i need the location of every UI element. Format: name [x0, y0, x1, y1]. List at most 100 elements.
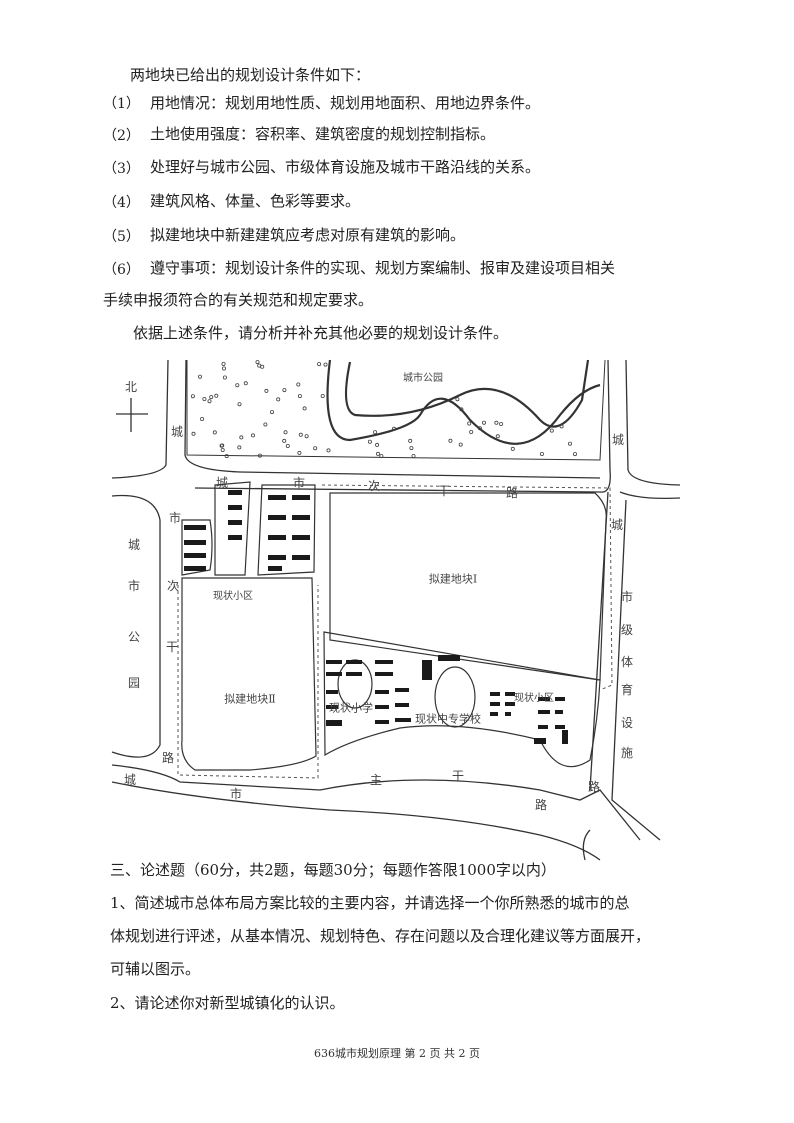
- tree: [297, 394, 302, 399]
- building: [228, 490, 242, 495]
- tree: [320, 393, 325, 398]
- building: [375, 690, 389, 694]
- tree: [573, 452, 578, 457]
- building: [268, 495, 286, 500]
- top-road-char: 干: [437, 484, 451, 498]
- building: [292, 515, 310, 520]
- tree: [250, 433, 255, 438]
- condition-text: 用地情况：规划用地性质、规划用地面积、用地边界条件。: [150, 94, 541, 112]
- sports-char: 体: [620, 655, 634, 669]
- building: [326, 705, 338, 709]
- condition-number: （1）: [103, 96, 140, 112]
- building: [228, 535, 242, 540]
- building: [326, 720, 342, 726]
- sports-char: 级: [620, 623, 634, 637]
- top-road-char: 城: [215, 476, 229, 490]
- condition-text: 遵守事项：规划设计条件的实现、规划方案编制、报审及建设项目相关: [150, 259, 616, 277]
- tree: [323, 362, 328, 367]
- building: [228, 505, 242, 510]
- tree: [326, 448, 331, 453]
- left-road-char: 市: [168, 511, 182, 525]
- building: [184, 540, 206, 545]
- tree: [539, 451, 544, 456]
- map-roads: [111, 359, 681, 861]
- condition-number: （2）: [103, 128, 140, 144]
- tree: [269, 410, 274, 415]
- tree: [255, 360, 260, 365]
- building: [490, 702, 500, 706]
- residential-se-label: 现状小区: [514, 693, 554, 704]
- tree: [469, 429, 474, 434]
- building: [395, 688, 409, 692]
- tree: [455, 397, 460, 402]
- tree: [296, 382, 301, 387]
- condition-number: （6）: [103, 262, 140, 278]
- building: [438, 655, 460, 661]
- building: [395, 703, 409, 707]
- tree: [448, 438, 453, 443]
- tree: [568, 441, 573, 446]
- tree: [367, 439, 372, 444]
- tree: [302, 406, 307, 411]
- tree: [297, 450, 302, 455]
- tree: [477, 426, 482, 431]
- building: [555, 697, 565, 701]
- building: [268, 535, 286, 540]
- section3-heading: 三、论述题（60分，共2题，每题30分；每题作答限1000字以内）: [110, 861, 556, 879]
- condition-number: （5）: [103, 229, 140, 245]
- plot-2-outline: [181, 577, 317, 771]
- tree: [202, 396, 207, 401]
- bottom-road-char: 路: [534, 798, 548, 812]
- tree: [237, 402, 242, 407]
- sports-char: 市: [620, 590, 634, 604]
- tree: [276, 397, 281, 402]
- building: [505, 712, 511, 716]
- condition-number: （3）: [103, 161, 140, 177]
- tree: [499, 421, 504, 426]
- building: [490, 712, 498, 716]
- park-trees: [190, 360, 578, 459]
- building: [490, 692, 500, 696]
- question-1-line: 体规划进行评述，从基本情况、规划特色、存在问题以及合理化建议等方面展开，: [110, 927, 651, 945]
- building: [555, 710, 563, 714]
- condition-number: （4）: [103, 195, 140, 211]
- building: [184, 525, 206, 530]
- intro-text: 两地块已给出的规划设计条件如下：: [130, 66, 371, 84]
- tree: [373, 430, 378, 435]
- building: [538, 697, 550, 701]
- tree: [212, 430, 217, 435]
- building: [268, 515, 286, 520]
- city-mark: 城: [123, 773, 137, 787]
- tree: [375, 442, 380, 447]
- residential-nw-label: 现状小区: [213, 591, 253, 602]
- building: [292, 535, 310, 540]
- building: [534, 738, 546, 744]
- tree: [283, 430, 288, 435]
- task-text: 依据上述条件，请分析并补充其他必要的规划设计条件。: [133, 324, 509, 342]
- tree: [200, 416, 205, 421]
- building: [505, 702, 515, 706]
- tree: [467, 421, 472, 426]
- building: [562, 730, 568, 744]
- building: [346, 672, 362, 676]
- city-mark: 城: [610, 518, 624, 532]
- condition-text-continued: 手续申报须符合的有关规范和规定要求。: [103, 291, 374, 309]
- sports-char: 施: [620, 746, 634, 760]
- tree: [304, 434, 309, 439]
- building: [292, 555, 310, 560]
- tree: [408, 438, 413, 443]
- tree: [207, 399, 212, 404]
- building: [228, 520, 242, 525]
- tree: [494, 420, 499, 425]
- bottom-road-char: 主: [369, 773, 383, 787]
- tree: [375, 451, 380, 456]
- condition-text: 处理好与城市公园、市级体育设施及城市干路沿线的关系。: [150, 158, 541, 176]
- tree: [317, 362, 322, 367]
- map-plots: [181, 481, 607, 771]
- plot-1-outline: [329, 492, 607, 681]
- tree: [235, 383, 240, 388]
- tree: [209, 395, 214, 400]
- tree: [411, 453, 416, 458]
- building: [184, 566, 206, 571]
